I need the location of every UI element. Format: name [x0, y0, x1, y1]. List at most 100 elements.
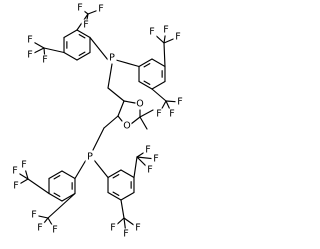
cf3-tl-a-fluorine-2-background: [75, 2, 85, 14]
cf3-bl-a-fluorine-2-background: [11, 180, 21, 192]
cf3-tl-a-fluorine-2: F: [77, 3, 82, 14]
cf3-bl-a-bond: [27, 178, 50, 195]
ring-o-c-bond: [123, 100, 136, 104]
p-aryl-bond: [89, 36, 109, 61]
cf3-br-a-fluorine-2-background: [151, 153, 161, 165]
cf3-br-b-cf-bond: [115, 217, 125, 226]
cf3-tl-a-fluorine-1: F: [98, 4, 103, 15]
cf3-bl-b-fluorine-2-background: [50, 224, 60, 236]
cf3-br-a-fluorine-3: F: [147, 165, 152, 176]
aryl-top-right-bond: [151, 80, 166, 90]
cf3-bl-b-fluorine-3: F: [31, 210, 36, 221]
aryl-top-left-double-bond: [78, 51, 86, 56]
aryl-bottom-right-bond: [107, 191, 122, 201]
cf3-tl-b-cf-bond: [33, 47, 45, 54]
aryl-bottom-left-bond: [48, 192, 63, 202]
cf3-tr-a-cf-bond: [163, 38, 175, 44]
aryl-top-right-double-bond: [143, 80, 151, 85]
aryl-bottom-left-double-bond: [53, 192, 61, 197]
cf3-tl-b-fluorine-1-background: [25, 34, 35, 46]
bond-lines: [18, 10, 177, 231]
cf3-br-b-fluorine-1-background: [108, 222, 118, 234]
aryl-bottom-right-bond: [120, 191, 135, 201]
cf3-bl-a-fluorine-3: F: [21, 160, 26, 171]
cf3-bl-b-fluorine-2: F: [52, 225, 57, 236]
cf3-br-a-fluorine-2: F: [153, 154, 158, 165]
c-c-bond: [107, 87, 125, 102]
aryl-top-left-bond: [76, 29, 91, 39]
methyl-bond: [139, 109, 154, 118]
ring-c-o-bond: [117, 115, 123, 122]
cf3-bl-a-fluorine-1-background: [10, 165, 20, 177]
cf3-tr-a-fluorine-1-background: [147, 26, 157, 38]
p-aryl-bond: [115, 59, 140, 68]
cf3-bl-a-cf-bond: [24, 168, 29, 180]
aryl-top-right-bond: [138, 80, 153, 90]
phosphorus-lower-background: [85, 151, 95, 163]
p-aryl-bond: [74, 159, 87, 180]
oxygen-lower: O: [123, 121, 130, 132]
methyl-bond: [139, 116, 148, 130]
cf3-bl-a-cf-bond: [19, 178, 29, 185]
aryl-top-right-bond: [138, 58, 153, 68]
p-aryl-bond: [93, 159, 109, 179]
cf3-tr-a-fluorine-1: F: [149, 27, 154, 38]
cf3-bl-a-cf-bond: [18, 172, 29, 180]
aryl-bottom-right-bond: [120, 169, 135, 179]
cf3-tr-a-fluorine-2: F: [163, 25, 168, 36]
cf3-tr-b-fluorine-3: F: [156, 109, 161, 120]
cf3-bl-a-fluorine-2: F: [13, 181, 18, 192]
cf3-tr-b-fluorine-2: F: [169, 109, 174, 120]
aryl-bottom-right-double-bond: [112, 174, 120, 179]
cf3-br-b-fluorine-3: F: [135, 223, 140, 234]
cf3-tr-a-fluorine-3: F: [175, 32, 180, 43]
cf3-br-b-fluorine-1: F: [110, 223, 115, 234]
cf3-tr-b-fluorine-1-background: [175, 96, 185, 108]
cf3-tl-b-cf-bond: [43, 47, 46, 57]
cf3-br-a-fluorine-1: F: [145, 145, 150, 156]
cf3-bl-b-bond: [47, 192, 76, 219]
cf3-tr-a-cf-bond: [154, 34, 165, 44]
cf3-bl-b-fluorine-1-background: [35, 222, 45, 234]
aryl-top-left-bond: [63, 51, 78, 61]
aryl-bottom-right-double-bond: [112, 191, 120, 196]
oxygen-upper: O: [136, 99, 143, 110]
cf3-tr-b-fluorine-2-background: [167, 108, 177, 120]
cf3-br-a-bond: [133, 156, 138, 179]
ch2-p-bond: [92, 127, 105, 151]
aryl-bottom-left-bond: [61, 170, 76, 180]
aryl-bottom-left-double-bond: [53, 175, 61, 180]
cf3-tl-b-fluorine-1: F: [27, 35, 32, 46]
cf3-tl-b-bond: [43, 47, 65, 54]
cf3-bl-b-fluorine-1: F: [37, 223, 42, 234]
ch2-bond-lower: [103, 115, 119, 129]
cf3-tl-a-fluorine-3: F: [83, 20, 88, 31]
aryl-top-right-double-bond: [143, 63, 151, 68]
cf3-br-a-cf-bond: [136, 156, 148, 168]
cf3-tr-b-cf-bond: [165, 100, 171, 111]
cf3-br-b-fluorine-3-background: [133, 222, 143, 234]
cf3-tl-b-cf-bond: [33, 41, 45, 49]
ring-o-c-bond: [130, 116, 141, 125]
ring-c-c-bond: [117, 100, 125, 117]
cf3-tr-b-fluorine-1: F: [177, 97, 182, 108]
aryl-bottom-right-bond: [107, 169, 122, 179]
cf3-br-b-bond: [120, 199, 125, 219]
cf3-tl-a-cf-bond: [87, 10, 98, 15]
cf3-br-a-fluorine-3-background: [145, 164, 155, 176]
cf3-br-a-cf-bond: [136, 151, 145, 158]
cf3-tr-b-cf-bond: [165, 100, 177, 103]
phosphorus-upper: P: [109, 53, 115, 64]
cf3-br-b-fluorine-2-background: [121, 228, 131, 240]
aryl-top-left-double-bond: [78, 34, 86, 39]
cf3-tr-a-fluorine-2-background: [161, 24, 171, 36]
cf3-bl-a-fluorine-3-background: [19, 159, 29, 171]
aryl-top-right-bond: [151, 58, 166, 68]
cf3-tl-b-fluorine-3: F: [42, 55, 47, 66]
cf3-tl-a-cf-bond: [86, 13, 89, 22]
aryl-top-left-bond: [63, 29, 78, 39]
aryl-bottom-left-bond: [48, 170, 63, 180]
cf3-tr-b-fluorine-3-background: [154, 108, 164, 120]
cf3-tl-b-fluorine-3-background: [40, 54, 50, 66]
